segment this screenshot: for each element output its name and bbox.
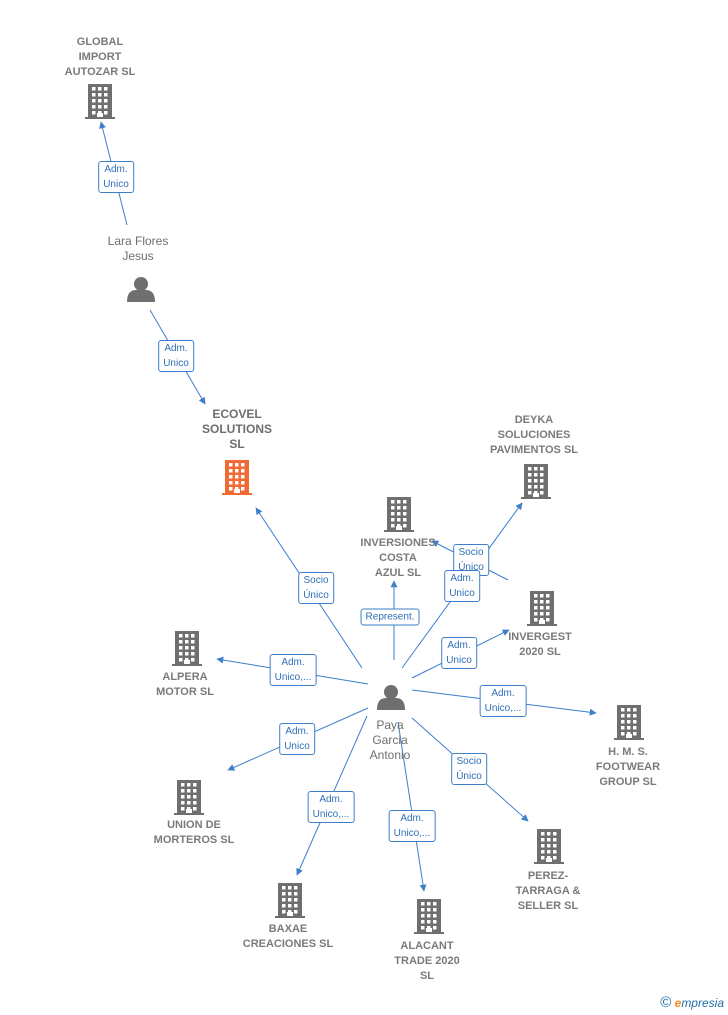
- node-label-hms[interactable]: H. M. S. FOOTWEAR GROUP SL: [595, 746, 661, 788]
- building-icon[interactable]: [85, 84, 115, 119]
- edge-label[interactable]: Adm. Unico,...: [269, 654, 317, 686]
- node-label-deyka[interactable]: DEYKA SOLUCIONES PAVIMENTOS SL: [489, 414, 579, 456]
- edge-label[interactable]: Socio Único: [451, 753, 487, 785]
- node-label-baxae[interactable]: BAXAE CREACIONES SL: [242, 923, 334, 950]
- edge-label[interactable]: Adm. Unico,...: [388, 810, 436, 842]
- edge-label[interactable]: Adm. Unico,...: [307, 791, 355, 823]
- node-label-inversiones[interactable]: INVERSIONES COSTA AZUL SL: [360, 537, 436, 579]
- building-icon[interactable]: [222, 460, 252, 495]
- building-icon[interactable]: [521, 464, 551, 499]
- node-label-alpera[interactable]: ALPERA MOTOR SL: [156, 671, 214, 698]
- edge-label[interactable]: Represent.: [360, 608, 420, 626]
- building-icon[interactable]: [414, 899, 444, 934]
- node-label-paya[interactable]: Paya Garcia Antonio: [369, 718, 411, 762]
- brand-name: mpresia: [681, 996, 724, 1010]
- building-icon[interactable]: [534, 829, 564, 864]
- empresia-watermark: © empresia: [660, 994, 724, 1011]
- edge-label[interactable]: Adm. Unico: [98, 161, 134, 193]
- building-icon[interactable]: [275, 883, 305, 918]
- node-label-lara[interactable]: Lara Flores Jesus: [107, 234, 169, 263]
- node-label-alacant[interactable]: ALACANT TRADE 2020 SL: [394, 940, 460, 982]
- edge-label[interactable]: Adm. Unico,...: [479, 685, 527, 717]
- person-icon[interactable]: [377, 685, 405, 710]
- edge-label[interactable]: Adm. Unico: [444, 570, 480, 602]
- building-icon[interactable]: [384, 497, 414, 532]
- edge-label[interactable]: Adm. Unico: [279, 723, 315, 755]
- building-icon[interactable]: [174, 780, 204, 815]
- edge-label[interactable]: Socio Único: [298, 572, 334, 604]
- node-label-perez[interactable]: PEREZ- TARRAGA & SELLER SL: [515, 870, 581, 912]
- person-icon[interactable]: [127, 277, 155, 302]
- node-label-ecovel[interactable]: ECOVEL SOLUTIONS SL: [201, 407, 273, 451]
- edge-label[interactable]: Adm. Unico: [441, 637, 477, 669]
- node-label-invergest[interactable]: INVERGEST 2020 SL: [508, 631, 572, 658]
- building-icon[interactable]: [527, 591, 557, 626]
- building-icon[interactable]: [614, 705, 644, 740]
- brand-initial: e: [674, 996, 682, 1010]
- edge-label[interactable]: Adm. Unico: [158, 340, 194, 372]
- node-label-global[interactable]: GLOBAL IMPORT AUTOZAR SL: [64, 36, 136, 78]
- building-icon[interactable]: [172, 631, 202, 666]
- copyright-icon: ©: [660, 994, 672, 1011]
- edge-paya-alacant: [397, 721, 427, 892]
- node-label-union[interactable]: UNION DE MORTEROS SL: [153, 819, 235, 846]
